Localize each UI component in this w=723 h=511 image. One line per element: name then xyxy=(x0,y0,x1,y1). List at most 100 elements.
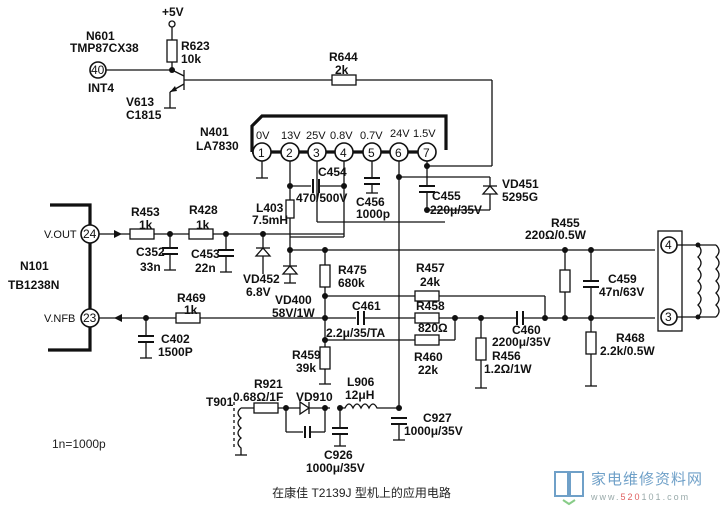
component-label: 3 xyxy=(665,310,672,324)
component-label: 24V xyxy=(390,128,410,140)
resistor-r475 xyxy=(319,264,331,288)
n401-pins: 1 2 3 4 5 6 7 xyxy=(252,142,437,162)
component-label: 40 xyxy=(91,63,105,77)
component-label: 12μH xyxy=(345,388,374,402)
component-label: 6 xyxy=(395,146,402,160)
component-label: TMP87CX38 xyxy=(70,41,139,55)
component-label: R644 xyxy=(329,50,358,64)
component-label: R456 xyxy=(492,349,521,363)
diode-vd400 xyxy=(281,265,299,275)
component-label: R469 xyxy=(177,291,206,305)
component-label: 220μ/35V xyxy=(430,203,482,217)
component-label: 220Ω/0.5W xyxy=(525,228,587,242)
component-label: R623 xyxy=(181,39,210,53)
component-label: R428 xyxy=(189,203,218,217)
resistor-r921 xyxy=(253,402,279,414)
component-label: 1500P xyxy=(158,345,193,359)
diode-vd451 xyxy=(481,185,499,195)
component-label: N401 xyxy=(200,125,229,139)
component-label: +5V xyxy=(162,5,184,19)
component-label: C459 xyxy=(608,272,637,286)
component-label: R455 xyxy=(551,216,580,230)
component-label: VD451 xyxy=(502,177,539,191)
component-label: C456 xyxy=(356,195,385,209)
component-label: 33n xyxy=(140,260,161,274)
component-label: N101 xyxy=(20,259,49,273)
component-label: VD400 xyxy=(275,293,312,307)
yoke-coil-2 xyxy=(715,244,720,318)
component-label: T901 xyxy=(206,395,234,409)
transistor-v613 xyxy=(164,69,240,109)
component-label: 39k xyxy=(296,361,316,375)
component-label: 1 xyxy=(258,146,265,160)
component-label: C454 xyxy=(318,165,347,179)
component-label: R459 xyxy=(292,348,321,362)
component-label: 3 xyxy=(313,146,320,160)
component-label: 58V/1W xyxy=(272,306,315,320)
component-label: VD452 xyxy=(243,272,280,286)
resistor-r623 xyxy=(166,39,178,63)
resistor-r460 xyxy=(414,334,440,346)
n401-pin-voltages: 0V 13V 25V 0.8V 0.7V 24V 1.5V xyxy=(256,128,436,142)
component-label: 1000μ/35V xyxy=(306,461,365,475)
resistor-r455 xyxy=(559,269,571,293)
component-label: V.NFB xyxy=(44,313,75,325)
diode-vd452 xyxy=(254,247,272,257)
component-label: 680k xyxy=(338,276,365,290)
component-label: 1000μ/35V xyxy=(404,424,463,438)
figure-caption: 在康佳 T2139J 型机上的应用电路 xyxy=(272,486,451,500)
component-label: 470/500V xyxy=(296,191,347,205)
component-label: 1.2Ω/1W xyxy=(484,362,532,376)
unit-note: 1n=1000p xyxy=(52,437,106,451)
component-label: VD910 xyxy=(296,390,333,404)
component-label: 24 xyxy=(83,227,97,241)
component-label: 2k xyxy=(335,63,349,77)
resistor-r459 xyxy=(319,346,331,370)
component-label: TB1238N xyxy=(8,278,59,292)
component-label: C402 xyxy=(161,332,190,346)
component-label: 5 xyxy=(368,146,375,160)
yoke-coil-1 xyxy=(697,244,702,318)
component-label: 5295G xyxy=(502,190,538,204)
watermark: 家电维修资料网 www.520101.com xyxy=(553,468,723,508)
component-label: LA7830 xyxy=(196,139,239,153)
component-label: 22n xyxy=(195,261,216,275)
component-label: 0.7V xyxy=(360,130,383,142)
component-label: 7.5mH xyxy=(252,213,288,227)
component-label: 22k xyxy=(418,363,438,377)
diode-vd910 xyxy=(299,400,311,416)
component-label: N601 xyxy=(86,29,115,43)
component-label: L906 xyxy=(347,375,375,389)
component-label: 0.8V xyxy=(330,130,353,142)
transformer-t901 xyxy=(237,407,254,455)
watermark-url: www.520101.com xyxy=(591,492,691,502)
component-label: 2.2μ/35/TA xyxy=(326,326,385,340)
component-label: R458 xyxy=(416,299,445,313)
component-label: 1.5V xyxy=(413,128,436,140)
component-label: C453 xyxy=(191,247,220,261)
component-label: C461 xyxy=(352,299,381,313)
component-label: 2.2k/0.5W xyxy=(600,344,655,358)
component-label: 2200μ/35V xyxy=(492,335,551,349)
component-label: 10k xyxy=(181,52,201,66)
component-label: C352 xyxy=(136,245,165,259)
component-label: 24k xyxy=(420,275,440,289)
component-label: 6.8V xyxy=(246,285,271,299)
component-label: 25V xyxy=(306,130,326,142)
resistor-r456 xyxy=(475,337,487,361)
component-label: C927 xyxy=(423,411,452,425)
component-label: 7 xyxy=(423,146,430,160)
component-label: V.OUT xyxy=(44,229,77,241)
component-label: 47n/63V xyxy=(599,285,644,299)
component-label: C926 xyxy=(324,448,353,462)
component-label: V613 xyxy=(126,95,154,109)
component-label: R921 xyxy=(254,377,283,391)
component-label: 13V xyxy=(281,130,301,142)
component-label: INT4 xyxy=(88,81,114,95)
supply-5v: +5V xyxy=(162,5,184,28)
component-label: R460 xyxy=(414,350,443,364)
component-label: C1815 xyxy=(126,108,162,122)
component-label: 23 xyxy=(83,311,97,325)
component-label: 4 xyxy=(340,146,347,160)
